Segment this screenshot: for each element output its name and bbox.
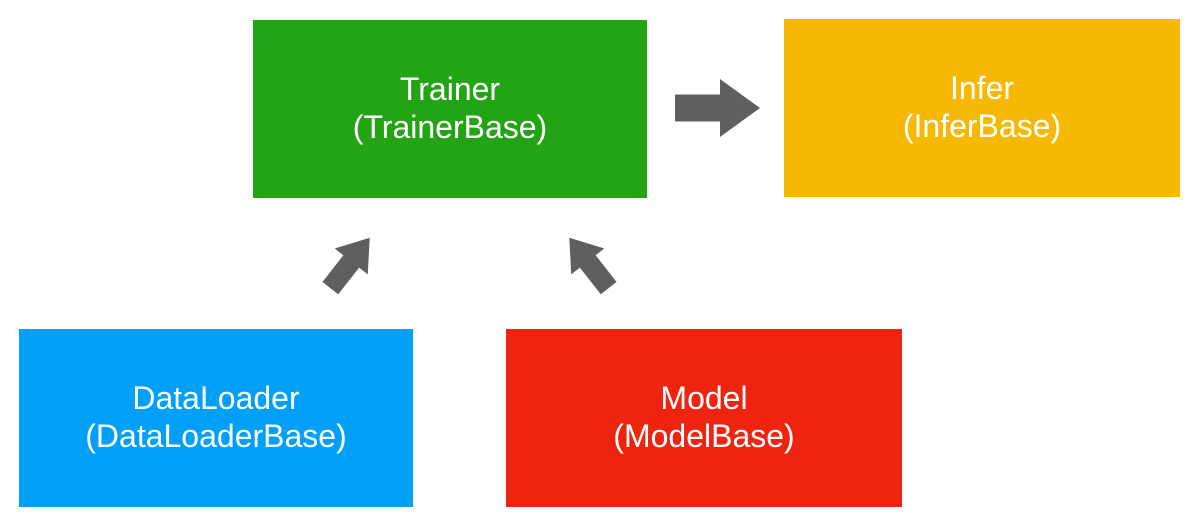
- node-dataloader: DataLoader (DataLoaderBase): [19, 329, 413, 507]
- node-model-title: Model: [660, 380, 748, 417]
- block-arrow-shape: [322, 237, 370, 295]
- node-trainer: Trainer (TrainerBase): [253, 20, 647, 198]
- node-model-subtitle: (ModelBase): [613, 418, 795, 454]
- arrow-trainer-to-infer-icon: [675, 79, 760, 137]
- arrow-model-to-trainer-icon: [569, 237, 617, 295]
- node-infer-subtitle: (InferBase): [902, 108, 1062, 144]
- node-trainer-subtitle: (TrainerBase): [352, 109, 548, 145]
- node-dataloader-subtitle: (DataLoaderBase): [85, 418, 347, 454]
- block-arrow-shape: [675, 79, 760, 137]
- node-trainer-title: Trainer: [399, 71, 501, 108]
- block-arrow-shape: [569, 237, 617, 295]
- node-dataloader-title: DataLoader: [132, 380, 300, 417]
- node-infer-title: Infer: [949, 70, 1015, 107]
- node-model: Model (ModelBase): [506, 329, 902, 507]
- arrow-dataloader-to-trainer-icon: [322, 237, 370, 295]
- node-infer: Infer (InferBase): [784, 19, 1180, 197]
